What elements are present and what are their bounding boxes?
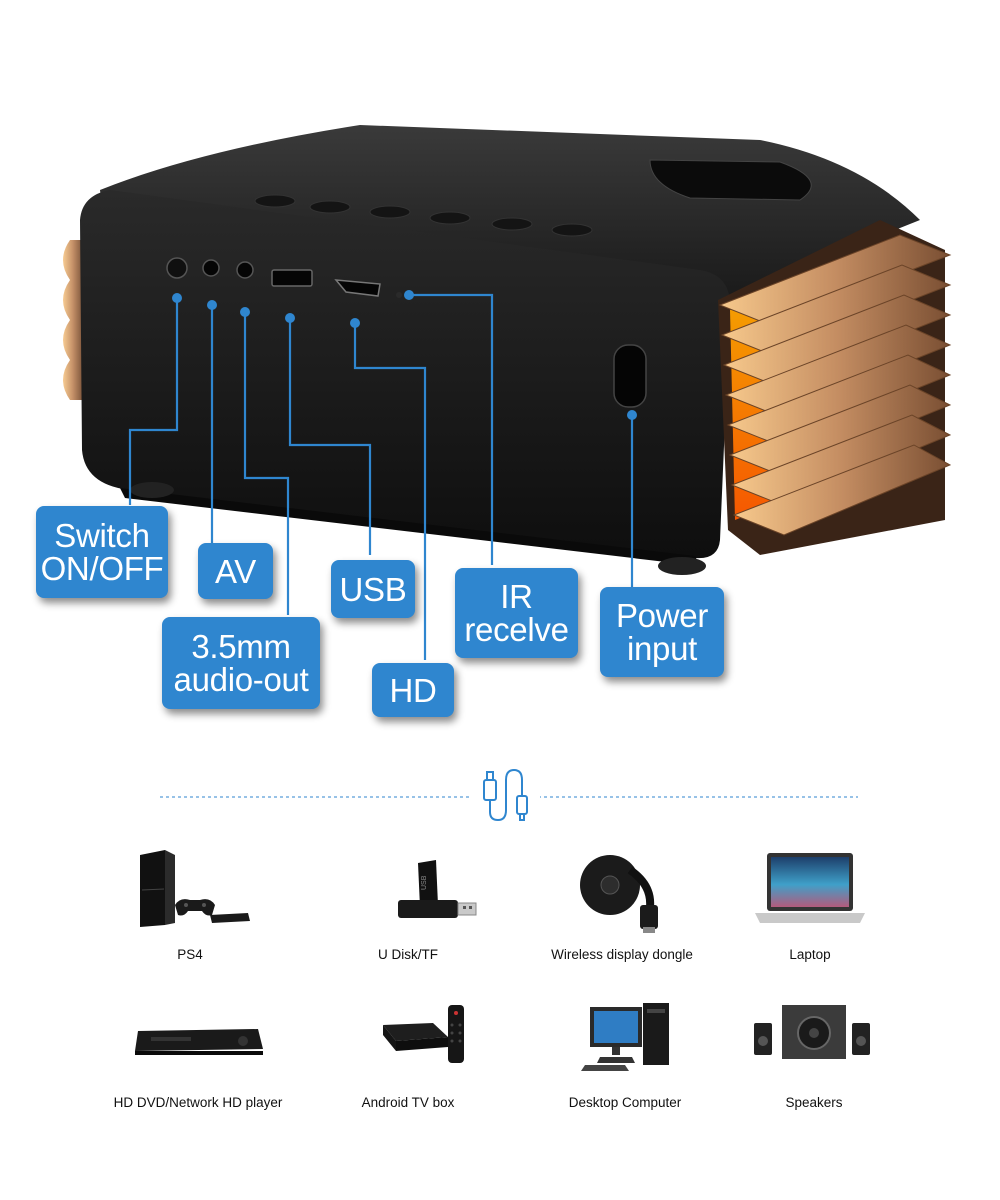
rear-fins: [63, 240, 82, 400]
callout-usb: USB: [331, 560, 415, 618]
callout-ir: IR recelve: [455, 568, 578, 658]
laptop-icon: [755, 853, 865, 923]
callout-audio-out: 3.5mm audio-out: [162, 617, 320, 709]
device-label-dvd: HD DVD/Network HD player: [113, 1095, 283, 1110]
projector-illustration: [63, 125, 952, 660]
callout-switch: Switch ON/OFF: [36, 506, 168, 598]
tv-box-icon: [383, 1005, 464, 1063]
device-label-ps4: PS4: [177, 947, 203, 962]
device-dvd: HD DVD/Network HD player: [88, 993, 308, 1110]
device-label-desktop: Desktop Computer: [568, 1095, 682, 1110]
game-console-icon: [140, 850, 250, 927]
section-divider: [0, 760, 1000, 830]
usb-drive-icon: USB: [398, 860, 477, 918]
leader-lines: [128, 293, 634, 660]
device-label-speakers: Speakers: [785, 1095, 843, 1110]
leader-dots: [172, 290, 637, 420]
device-ps4: PS4: [80, 845, 300, 962]
svg-text:USB: USB: [421, 875, 428, 890]
top-buttons: [254, 194, 593, 237]
dvd-player-icon: [135, 1029, 263, 1055]
device-tv-box: Android TV box: [298, 993, 518, 1110]
speakers-icon: [754, 1005, 870, 1059]
device-label-dongle: Wireless display dongle: [551, 947, 693, 962]
callout-hd: HD: [372, 663, 454, 717]
desktop-computer-icon: [581, 1003, 669, 1071]
device-desktop: Desktop Computer: [515, 993, 735, 1110]
device-usb-disk: USB U Disk/TF: [298, 845, 518, 962]
side-fins: [718, 220, 952, 555]
device-label-usb-disk: U Disk/TF: [378, 947, 438, 962]
device-label-tv-box: Android TV box: [361, 1095, 455, 1110]
ports: [166, 257, 647, 408]
product-hero: Switch ON/OFF AV 3.5mm audio-out USB HD …: [36, 125, 952, 717]
callout-power: Power input: [600, 587, 724, 677]
device-dongle: Wireless display dongle: [512, 845, 732, 962]
device-label-laptop: Laptop: [789, 947, 831, 962]
device-laptop: Laptop: [700, 845, 920, 962]
device-speakers: Speakers: [704, 993, 924, 1110]
usb-cable-icon: [483, 768, 528, 822]
callout-av: AV: [198, 543, 273, 599]
hdmi-dongle-icon: [580, 855, 658, 933]
